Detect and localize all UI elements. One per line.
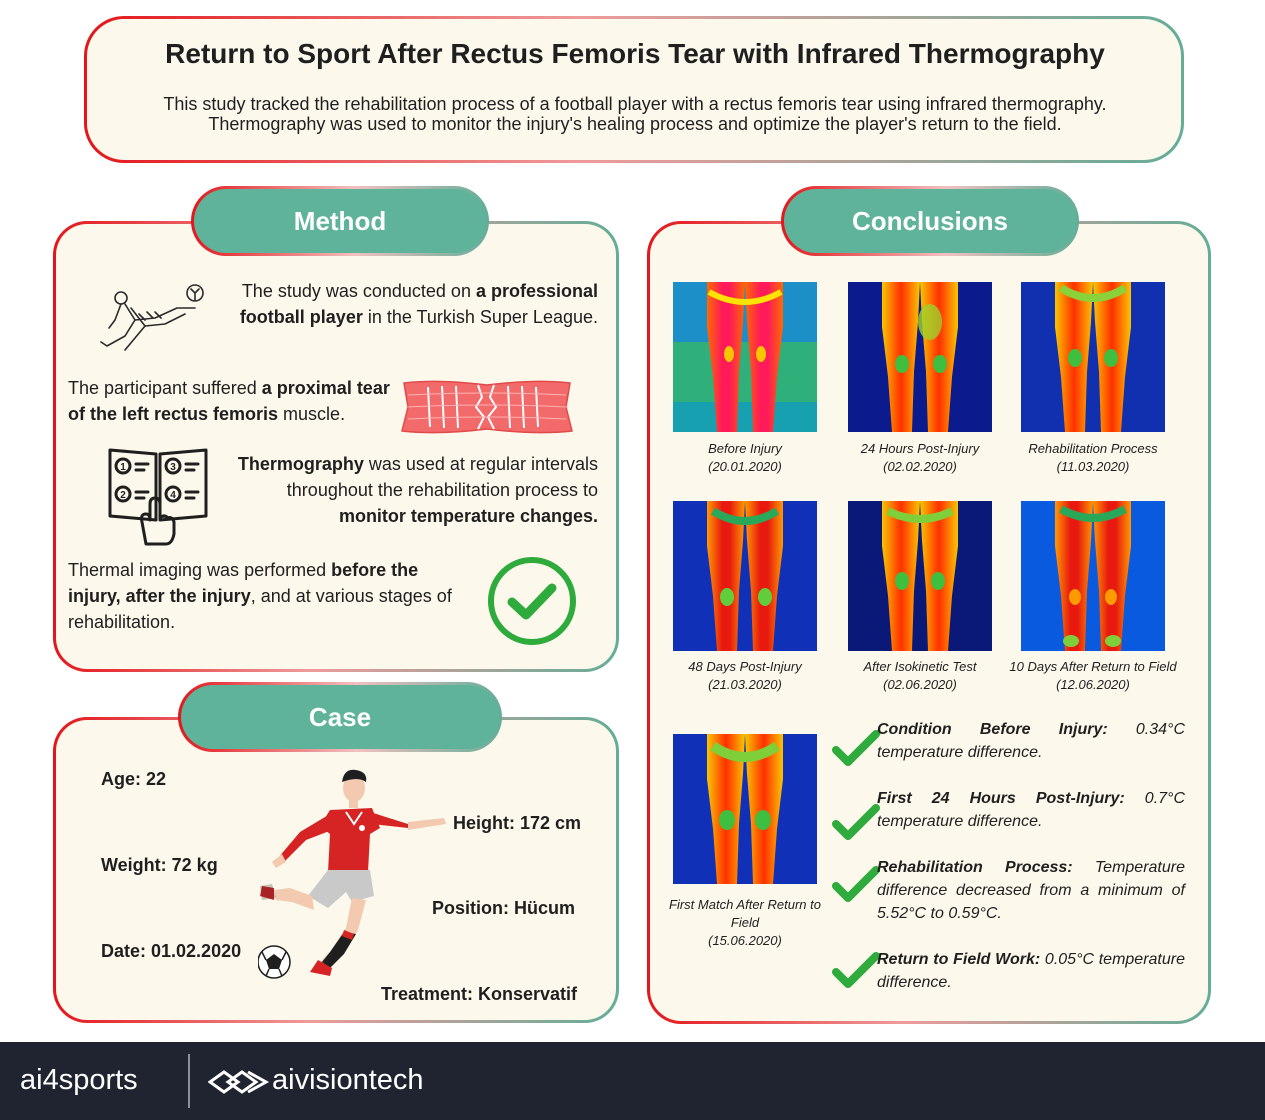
case-age: Age: 22 bbox=[101, 769, 167, 789]
page-title: Return to Sport After Rectus Femoris Tea… bbox=[165, 38, 1105, 69]
conclusions-heading-pill: Conclusions bbox=[781, 186, 1079, 256]
football-player-illustration bbox=[258, 769, 446, 979]
case-position: Position: Hücum bbox=[432, 898, 575, 918]
thermal-image-24-hours bbox=[848, 282, 992, 432]
svg-text:3: 3 bbox=[170, 462, 176, 473]
conclusion-item-2: First 24 Hours Post-Injury: 0.7°C temper… bbox=[877, 790, 1185, 830]
brand-aivisiontech[interactable]: aivisiontech bbox=[272, 1064, 424, 1096]
method-heading: Method bbox=[194, 189, 486, 253]
method-paragraph-2: The participant suffered a proximal tear… bbox=[68, 378, 390, 424]
caption-before-injury: Before Injury(20.01.2020) bbox=[708, 441, 782, 474]
conclusions-heading: Conclusions bbox=[784, 189, 1076, 253]
conclusion-item-1: Condition Before Injury: 0.34°C temperat… bbox=[877, 721, 1185, 761]
case-treatment: Treatment: Konservatif bbox=[381, 984, 578, 1004]
caption-first-match: First Match After Return to Field(15.06.… bbox=[669, 897, 821, 948]
method-paragraph-1: The study was conducted on a professiona… bbox=[239, 281, 598, 327]
svg-text:1: 1 bbox=[120, 462, 126, 473]
checkmark-circle-icon bbox=[488, 557, 576, 645]
caption-isokinetic: After Isokinetic Test(02.06.2020) bbox=[863, 659, 977, 692]
svg-text:2: 2 bbox=[120, 490, 126, 501]
aivisiontech-logo-icon bbox=[208, 1070, 270, 1094]
numbered-booklet-icon: 1 2 3 4 bbox=[108, 448, 208, 546]
case-heading-pill: Case bbox=[178, 682, 502, 752]
caption-rehab-process: Rehabilitation Process(11.03.2020) bbox=[1028, 441, 1158, 474]
case-height: Height: 172 cm bbox=[453, 813, 582, 833]
header-panel bbox=[84, 16, 1184, 163]
method-paragraph-3: Thermography was used at regular interva… bbox=[237, 454, 598, 526]
thermal-image-first-match bbox=[673, 734, 817, 884]
thermal-image-rehab-process bbox=[1018, 282, 1168, 432]
check-icon bbox=[832, 730, 880, 766]
method-heading-pill: Method bbox=[191, 186, 489, 256]
bicycle-kick-player-icon bbox=[100, 284, 204, 351]
check-icon bbox=[832, 952, 880, 988]
torn-muscle-icon bbox=[401, 380, 573, 434]
footer-bar: ai4sports aivisiontech bbox=[0, 1042, 1265, 1120]
thermal-image-10-days-after-return bbox=[1018, 501, 1168, 651]
method-paragraph-4: Thermal imaging was performed before the… bbox=[68, 560, 452, 632]
case-weight: Weight: 72 kg bbox=[101, 855, 218, 875]
thermal-image-before-injury bbox=[673, 282, 817, 432]
description-line-2: Thermography was used to monitor the inj… bbox=[208, 114, 1062, 134]
brand-ai4sports[interactable]: ai4sports bbox=[20, 1064, 138, 1096]
case-heading: Case bbox=[181, 685, 499, 749]
thermal-image-isokinetic bbox=[848, 501, 992, 651]
caption-10-days-after-return: 10 Days After Return to Field(12.06.2020… bbox=[1009, 659, 1177, 692]
page-description: This study tracked the rehabilitation pr… bbox=[100, 94, 1170, 134]
conclusion-item-3: Rehabilitation Process: Temperature diff… bbox=[877, 859, 1185, 922]
conclusion-item-4: Return to Field Work: 0.05°C temperature… bbox=[877, 951, 1186, 991]
thermal-image-48-days bbox=[673, 501, 817, 651]
caption-24-hours: 24 Hours Post-Injury(02.02.2020) bbox=[860, 441, 980, 474]
caption-48-days: 48 Days Post-Injury(21.03.2020) bbox=[688, 659, 802, 692]
check-icon bbox=[832, 804, 880, 840]
method-panel bbox=[53, 221, 619, 672]
check-icon bbox=[832, 866, 880, 902]
footer-divider bbox=[188, 1054, 190, 1108]
svg-text:4: 4 bbox=[170, 490, 176, 501]
case-date: Date: 01.02.2020 bbox=[101, 941, 242, 961]
description-line-1: This study tracked the rehabilitation pr… bbox=[163, 94, 1107, 114]
